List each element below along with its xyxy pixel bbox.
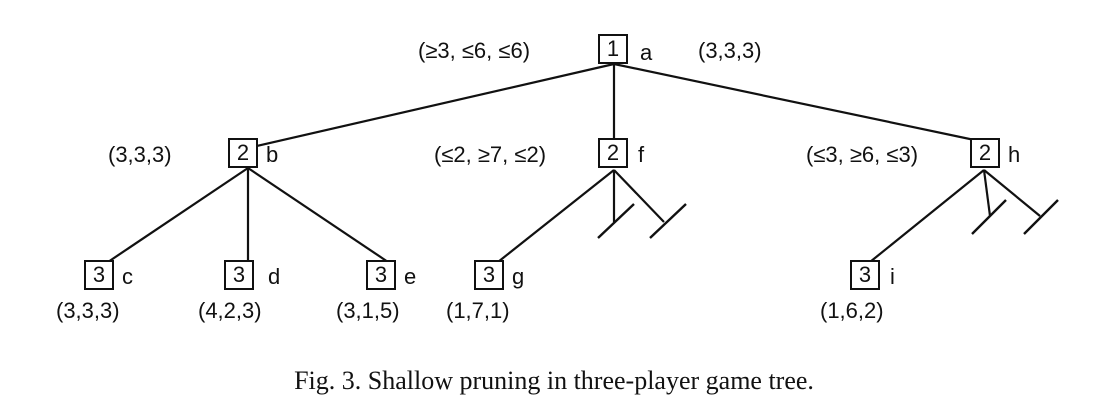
node-d-value: (4,2,3) xyxy=(198,298,262,323)
node-b-player: 2 xyxy=(236,140,250,165)
node-g-value: (1,7,1) xyxy=(446,298,510,323)
edge-a-h xyxy=(613,62,985,144)
edge-f-pruned-2 xyxy=(613,169,665,223)
node-e-name: e xyxy=(404,264,417,289)
node-a-value: (3,3,3) xyxy=(698,38,762,63)
node-a-bound: (≥3, ≤6, ≤6) xyxy=(418,38,531,63)
node-d-box[interactable]: 3 xyxy=(224,260,254,290)
node-e-value: (3,1,5) xyxy=(336,298,400,323)
node-c-player: 3 xyxy=(92,262,106,287)
node-h-box[interactable]: 2 xyxy=(970,138,1000,168)
node-b-name: b xyxy=(266,142,279,167)
node-f-name: f xyxy=(638,142,645,167)
cut-mark-f-1 xyxy=(597,203,635,239)
edge-h-pruned-2 xyxy=(983,169,1041,217)
node-f-player: 2 xyxy=(606,140,620,165)
node-e-player: 3 xyxy=(374,262,388,287)
figure-caption: Fig. 3. Shallow pruning in three-player … xyxy=(294,366,814,395)
node-a-player: 1 xyxy=(606,36,620,61)
cut-mark-h-2 xyxy=(1023,199,1059,235)
node-a-name: a xyxy=(640,40,653,65)
edge-a-b xyxy=(247,62,615,150)
edge-h-i xyxy=(869,169,985,263)
node-f-box[interactable]: 2 xyxy=(598,138,628,168)
node-b-box[interactable]: 2 xyxy=(228,138,258,168)
cut-mark-f-2 xyxy=(649,203,687,239)
node-e-box[interactable]: 3 xyxy=(366,260,396,290)
node-b-value: (3,3,3) xyxy=(108,142,172,167)
node-i-value: (1,6,2) xyxy=(820,298,884,323)
cut-mark-h-1 xyxy=(971,199,1007,235)
tree-edges xyxy=(107,62,1059,263)
node-h-name: h xyxy=(1008,142,1021,167)
node-a-box[interactable]: 1 xyxy=(598,34,628,64)
node-c-value: (3,3,3) xyxy=(56,298,120,323)
node-d-player: 3 xyxy=(232,262,246,287)
node-f-bound: (≤2, ≥7, ≤2) xyxy=(434,142,547,167)
node-g-name: g xyxy=(512,264,525,289)
node-i-name: i xyxy=(890,264,895,289)
node-g-player: 3 xyxy=(482,262,496,287)
node-d-name: d xyxy=(268,264,281,289)
node-i-box[interactable]: 3 xyxy=(850,260,880,290)
node-c-box[interactable]: 3 xyxy=(84,260,114,290)
node-c-name: c xyxy=(122,264,133,289)
edge-h-pruned-1 xyxy=(982,169,992,217)
edge-b-c xyxy=(107,167,249,263)
edge-f-g xyxy=(497,169,615,263)
node-h-player: 2 xyxy=(978,140,992,165)
node-h-bound: (≤3, ≥6, ≤3) xyxy=(806,142,919,167)
node-g-box[interactable]: 3 xyxy=(474,260,504,290)
edge-b-e xyxy=(247,167,389,263)
node-i-player: 3 xyxy=(858,262,872,287)
